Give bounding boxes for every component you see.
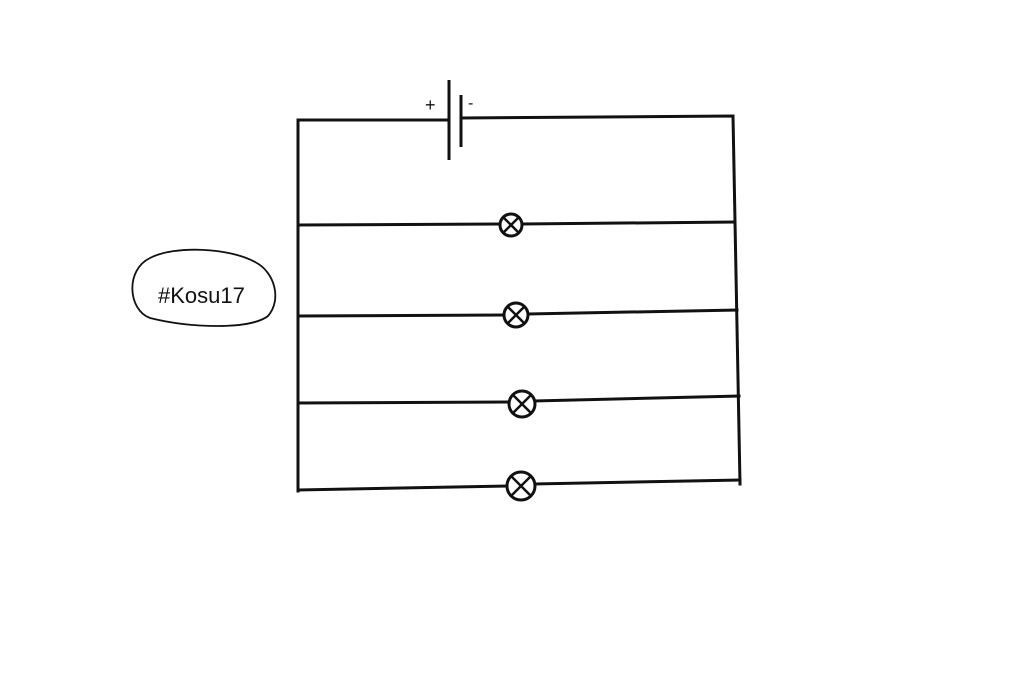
annotation-text: #Kosu17 <box>158 283 245 308</box>
battery-plus-label: + <box>425 95 436 115</box>
branch-1 <box>296 212 737 238</box>
lamp-1-icon <box>498 212 524 238</box>
battery-minus-label: - <box>468 95 473 112</box>
branch-2 <box>296 301 739 329</box>
annotation-label: #Kosu17 <box>131 248 277 327</box>
branch-4 <box>296 470 742 502</box>
battery-icon: + - <box>425 80 473 160</box>
lamp-3-icon <box>507 389 537 419</box>
branch-3 <box>296 389 741 419</box>
lamp-4-icon <box>505 470 537 502</box>
lamp-2-icon <box>502 301 530 329</box>
top-wire <box>296 114 742 493</box>
